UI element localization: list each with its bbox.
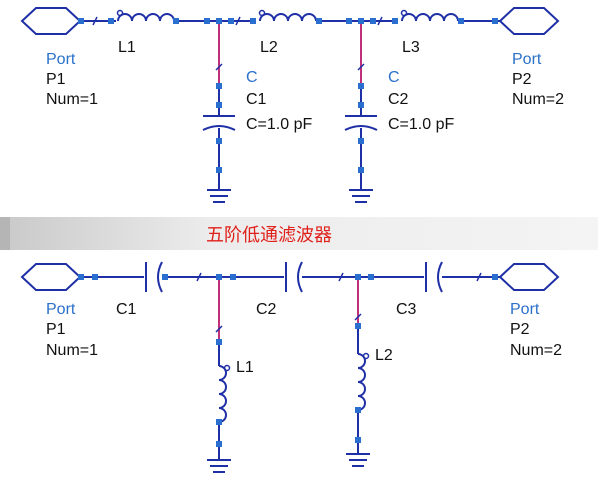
inductor-l3[interactable]	[400, 9, 459, 22]
banner-title: 五阶低通滤波器	[206, 225, 332, 246]
inductor-l2-label: L2	[375, 347, 393, 364]
inductor-l2[interactable]	[258, 9, 317, 22]
capacitor-c2-name-label: C2	[388, 91, 409, 108]
capacitor-c3-label: C3	[396, 301, 417, 318]
port-p1-name-label: P1	[46, 321, 66, 338]
port-p1-num-label: Num=1	[46, 342, 98, 359]
highpass-schematic: Port P1 Num=1 C1 C2 C3 L1 L2 Port P2 Num…	[20, 261, 562, 473]
capacitor-c2[interactable]	[285, 261, 303, 293]
port-p1-symbol[interactable]	[20, 263, 82, 291]
port-p2-num-label: Num=2	[512, 91, 564, 108]
capacitor-c1-name-label: C1	[246, 91, 267, 108]
capacitor-c3[interactable]	[425, 261, 443, 293]
port-p1-type-label: Port	[46, 301, 76, 318]
ground-symbol	[207, 444, 231, 473]
inductor-l1[interactable]	[116, 9, 175, 22]
port-p2-type-label: Port	[510, 301, 540, 318]
shunt-branch-c1	[202, 21, 236, 203]
shunt-branch-l1	[207, 277, 231, 473]
shunt-branch-c2	[344, 21, 378, 203]
port-p2-name-label: P2	[512, 71, 532, 88]
port-p2-num-label: Num=2	[510, 342, 562, 359]
port-p1-type-label: Port	[46, 51, 76, 68]
port-p1-num-label: Num=1	[46, 91, 98, 108]
inductor-l1-label: L1	[236, 359, 254, 376]
lowpass-schematic: Port P1 Num=1 L1 L2 L3 C C1 C=1.0 pF C C…	[20, 7, 564, 203]
capacitor-c1-type-label: C	[246, 69, 258, 86]
capacitor-c2[interactable]	[344, 115, 378, 131]
shunt-branch-l2	[346, 277, 370, 467]
inductor-l1[interactable]	[218, 364, 231, 423]
capacitor-c1[interactable]	[202, 115, 236, 131]
capacitor-c1-label: C1	[116, 301, 137, 318]
capacitor-c2-value-label: C=1.0 pF	[388, 116, 454, 133]
capacitor-c2-type-label: C	[388, 69, 400, 86]
capacitor-c1[interactable]	[145, 261, 163, 293]
banner: 五阶低通滤波器	[0, 217, 598, 250]
node-dots	[78, 274, 498, 447]
ground-symbol	[349, 170, 373, 203]
port-p2-symbol[interactable]	[498, 7, 560, 35]
capacitor-c2-label: C2	[256, 301, 277, 318]
port-p2-type-label: Port	[512, 51, 542, 68]
node-dots	[78, 18, 498, 173]
port-p2-symbol[interactable]	[498, 263, 560, 291]
inductor-l1-label: L1	[118, 39, 136, 56]
port-p2-name-label: P2	[510, 321, 530, 338]
ground-symbol	[207, 170, 231, 203]
inductor-l2[interactable]	[357, 352, 370, 411]
ground-symbol	[346, 440, 370, 467]
capacitor-c1-value-label: C=1.0 pF	[246, 116, 312, 133]
inductor-l2-label: L2	[260, 39, 278, 56]
port-p1-symbol[interactable]	[20, 7, 82, 35]
port-p1-name-label: P1	[46, 71, 66, 88]
inductor-l3-label: L3	[402, 39, 420, 56]
